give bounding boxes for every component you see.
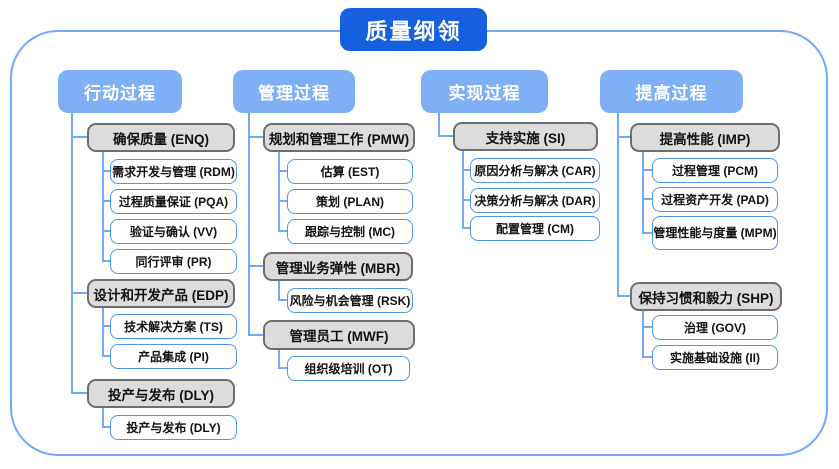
connector-stub [71,136,87,138]
connector-stub [278,367,287,369]
child-box-pr: 同行评审 (PR) [110,249,237,274]
group-box-shp: 保持习惯和毅力 (SHP) [630,282,782,311]
child-box-car: 原因分析与解决 (CAR) [470,158,600,183]
child-box-ii: 实施基础设施 (II) [652,345,778,370]
connector-stub [642,326,652,328]
connector-stub [642,356,652,358]
child-box-dly: 投产与发布 (DLY) [110,415,237,440]
connector-trunk-si [462,151,464,229]
connector-stub [278,230,287,232]
child-box-pi: 产品集成 (PI) [110,344,237,369]
column-header-action-process: 行动过程 [58,70,182,113]
connector-stub [438,135,453,137]
child-box-pqa: 过程质量保证 (PQA) [110,189,237,214]
connector-trunk-col1 [71,113,73,394]
column-header-improvement-process: 提高过程 [600,70,743,113]
connector-stub [642,232,652,234]
connector-stub [462,199,470,201]
group-box-si: 支持实施 (SI) [453,122,598,151]
child-box-est: 估算 (EST) [287,159,413,184]
connector-trunk-shp [642,311,644,358]
child-box-pad: 过程资产开发 (PAD) [652,187,778,212]
connector-stub [617,295,630,297]
column-header-realization-process: 实现过程 [421,70,548,113]
connector-trunk-mbr [278,281,280,300]
connector-stub [248,136,263,138]
group-box-enq: 确保质量 (ENQ) [87,123,235,152]
connector-stub [102,325,110,327]
column-header-management-process: 管理过程 [233,70,355,113]
connector-stub [102,426,110,428]
connector-stub [278,200,287,202]
connector-stub [248,334,263,336]
group-box-imp: 提高性能 (IMP) [630,123,780,152]
connector-stub [102,170,110,172]
group-box-mwf: 管理员工 (MWF) [263,320,415,350]
child-box-pcm: 过程管理 (PCM) [652,158,778,183]
connector-trunk-imp [642,152,644,233]
connector-stub [248,265,263,267]
connector-trunk-pmw [278,152,280,232]
connector-stub [102,230,110,232]
connector-trunk-mwf [278,350,280,368]
child-box-plan: 策划 (PLAN) [287,189,413,214]
connector-stub [71,392,87,394]
child-box-mpm: 管理性能与度量 (MPM) [652,216,778,250]
child-box-vv: 验证与确认 (VV) [110,219,237,244]
child-box-mc: 跟踪与控制 (MC) [287,219,413,244]
connector-stub [642,198,652,200]
connector-stub [462,227,470,229]
connector-trunk-enq [102,152,104,262]
child-box-rdm: 需求开发与管理 (RDM) [110,159,237,184]
group-box-dly: 投产与发布 (DLY) [87,379,235,408]
connector-stub [102,260,110,262]
diagram-title: 质量纲领 [340,8,487,51]
child-box-rsk: 风险与机会管理 (RSK) [287,288,413,313]
connector-trunk-col2 [248,113,250,336]
child-box-dar: 决策分析与解决 (DAR) [470,188,600,213]
child-box-cm: 配置管理 (CM) [470,216,600,241]
connector-trunk-dly [102,408,104,427]
group-box-mbr: 管理业务弹性 (MBR) [263,252,413,281]
connector-stub [462,169,470,171]
child-box-ot: 组织级培训 (OT) [287,356,410,381]
group-box-edp: 设计和开发产品 (EDP) [87,279,235,308]
connector-stub [278,299,287,301]
connector-trunk-col3 [438,113,440,136]
child-box-ts: 技术解决方案 (TS) [110,314,237,339]
connector-stub [71,292,87,294]
connector-trunk-col4 [617,113,619,297]
connector-stub [102,355,110,357]
child-box-gov: 治理 (GOV) [652,315,778,340]
connector-stub [617,136,630,138]
group-box-pmw: 规划和管理工作 (PMW) [263,123,415,152]
connector-trunk-edp [102,308,104,357]
connector-stub [102,200,110,202]
connector-stub [278,170,287,172]
connector-stub [642,169,652,171]
